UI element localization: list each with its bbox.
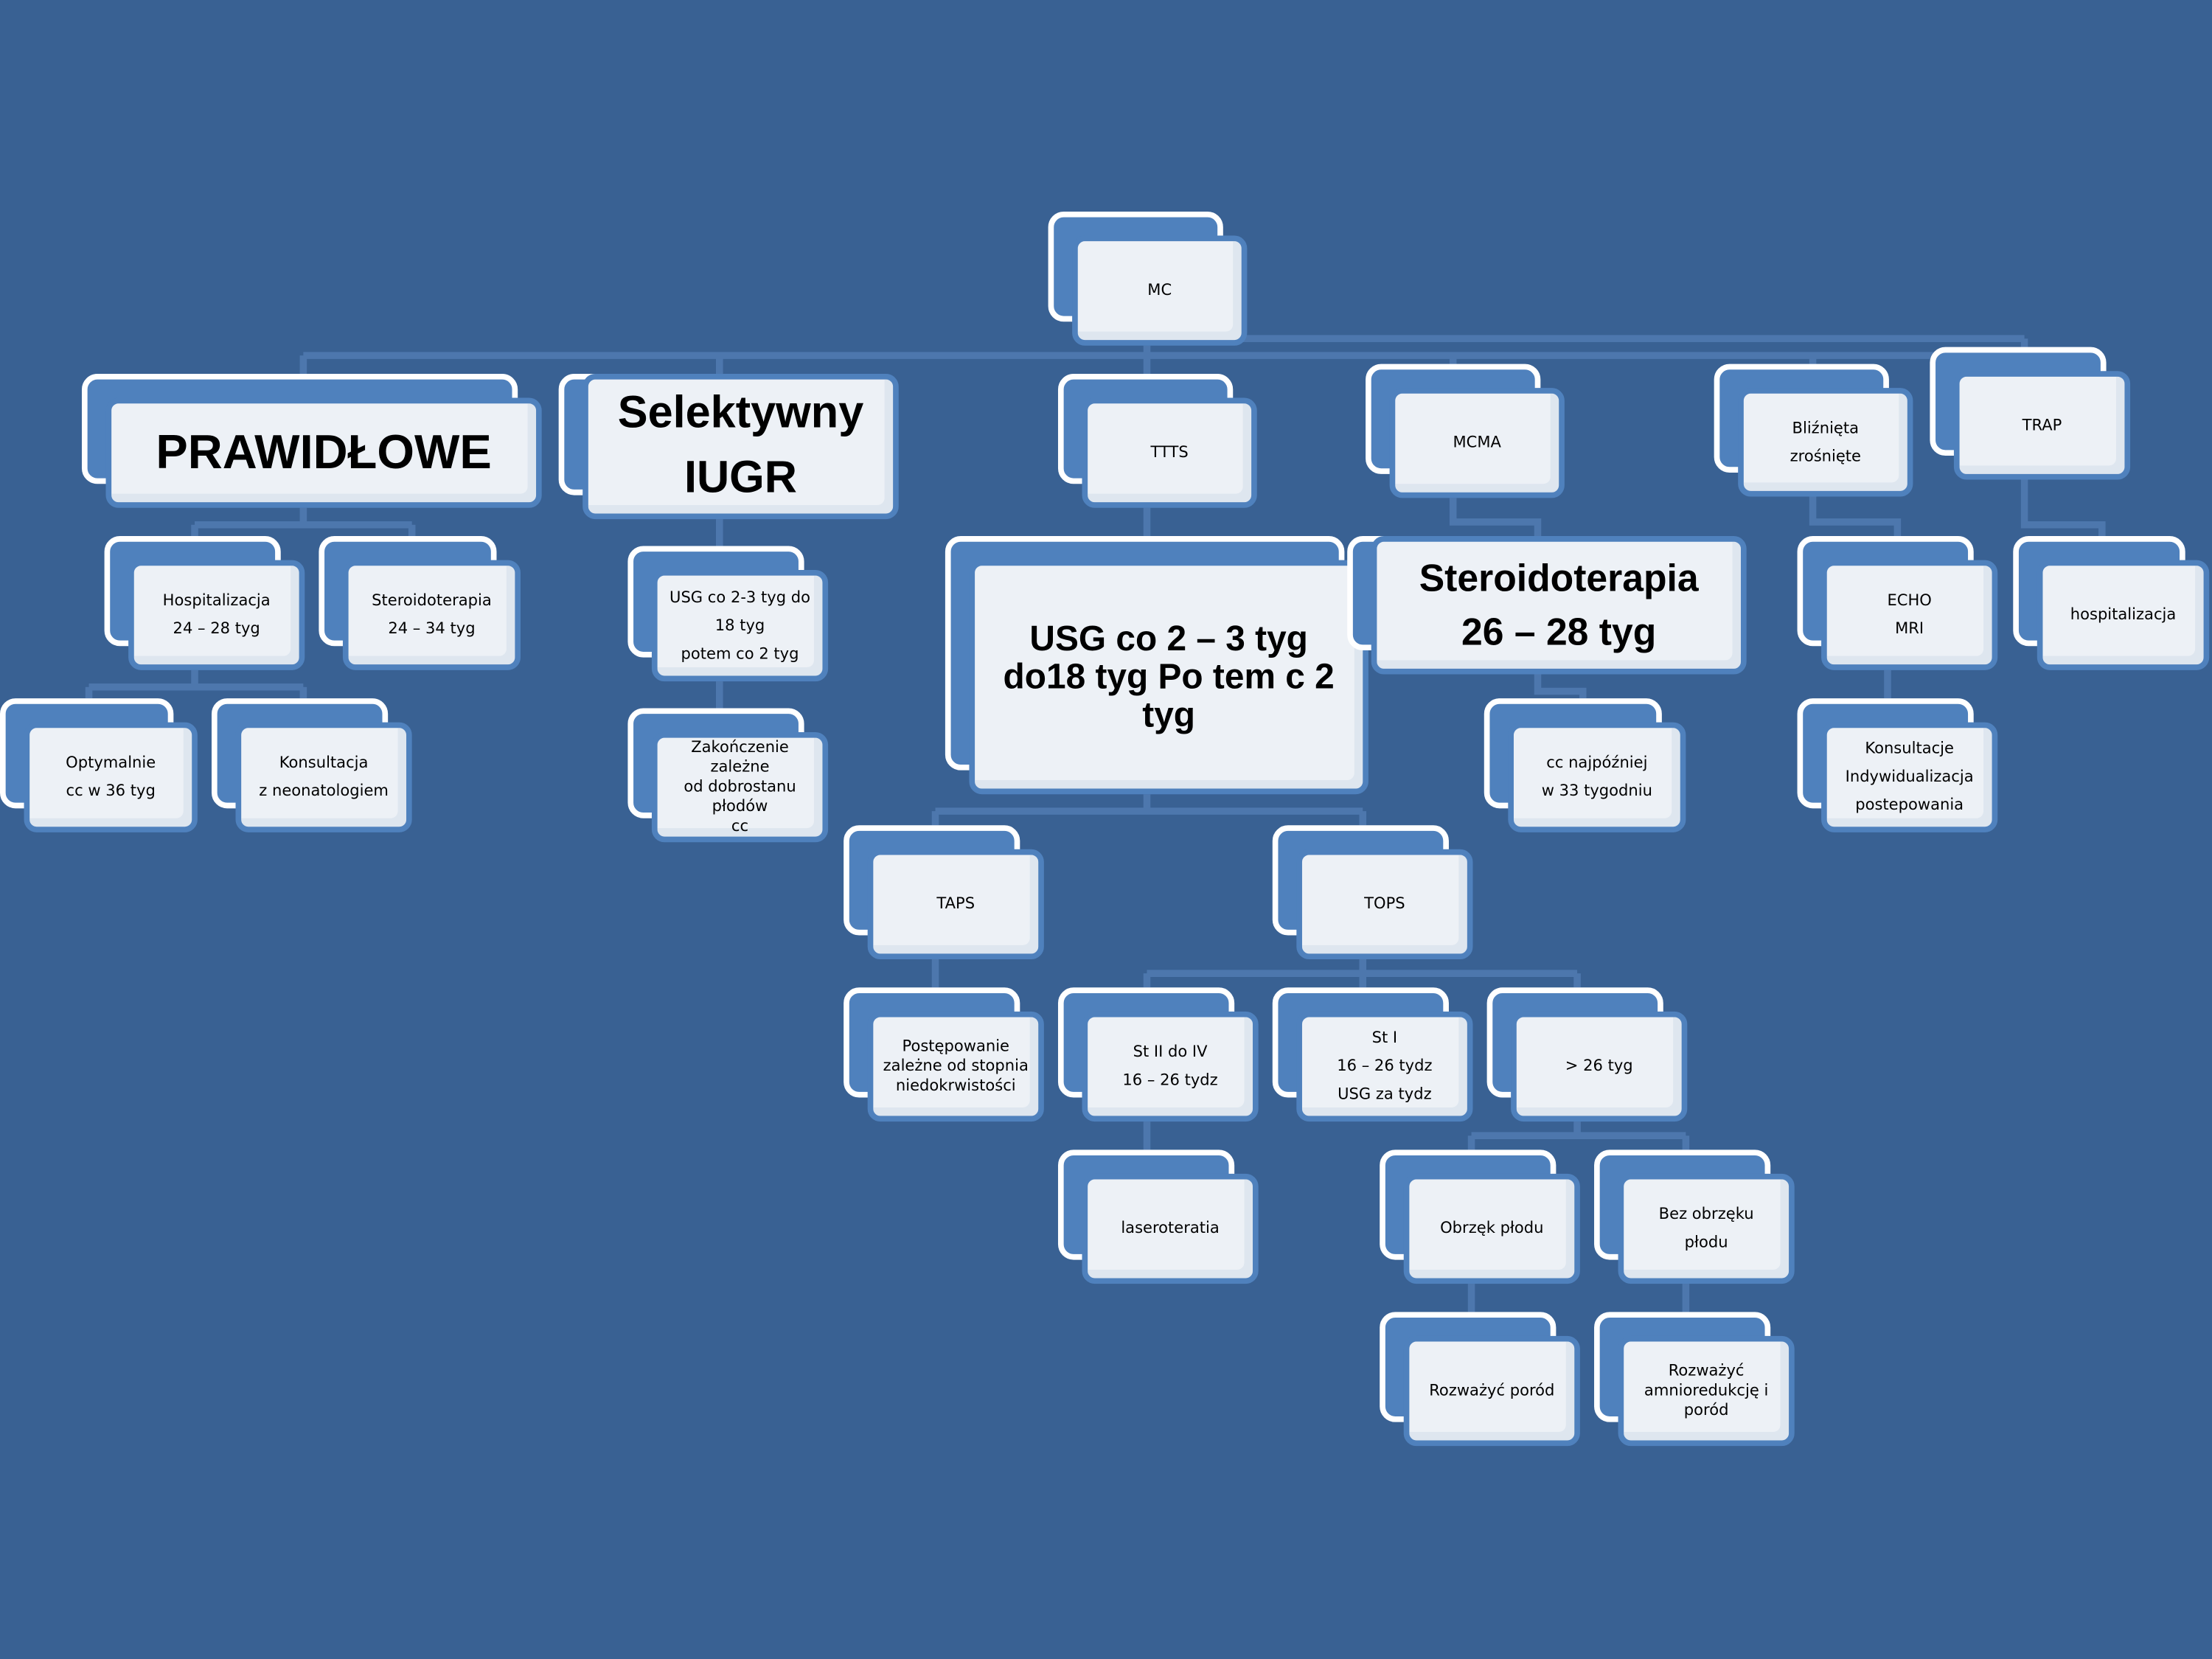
node-selektywny-iugr: Selektywny IUGR xyxy=(558,374,899,520)
node-ttts: TTTS xyxy=(1057,374,1257,508)
node-postepowanie: Postępowanie zależne od stopnia niedokrw… xyxy=(844,987,1044,1122)
node-rozwazyc-porod: Rozważyć poród xyxy=(1380,1312,1580,1447)
connector xyxy=(2020,479,2106,537)
node-echo-mri: ECHO MRI xyxy=(1797,536,1998,670)
node-laseroteratia: laseroteratia xyxy=(1057,1150,1259,1284)
connector xyxy=(1449,498,1587,699)
node-over-26: > 26 tyg xyxy=(1486,987,1688,1122)
node-rozwazyc-amnioredukcje: Rozważyć amnioredukcję i poród xyxy=(1594,1312,1795,1447)
node-usg-iugr: USG co 2-3 tyg do 18 tyg potem co 2 tyg xyxy=(627,546,829,682)
node-cc-33: cc najpóźniej w 33 tygodniu xyxy=(1484,698,1686,832)
node-hospitalizacja: Hospitalizacja 24 – 28 tyg xyxy=(104,536,305,670)
connector xyxy=(1809,496,1902,699)
connector xyxy=(1143,959,1581,988)
node-tops: TOPS xyxy=(1272,825,1473,960)
connector xyxy=(1467,1284,1690,1312)
node-usg-ttts: USG co 2 – 3 tyg do18 tyg Po tem c 2 tyg xyxy=(945,536,1368,795)
node-obrzek: Obrzęk płodu xyxy=(1380,1150,1580,1284)
node-mc: MC xyxy=(1048,211,1248,346)
node-trap: TRAP xyxy=(1930,347,2131,480)
node-st-ii-iv: St II do IV 16 – 26 tydz xyxy=(1057,987,1259,1122)
connector xyxy=(1467,1121,1690,1150)
node-st-i: St I 16 – 26 tydz USG za tydz xyxy=(1272,987,1473,1122)
node-bez-obrzeku: Bez obrzęku płodu xyxy=(1594,1150,1795,1284)
connector xyxy=(85,669,307,699)
node-hospitalizacja-trap: hospitalizacja xyxy=(2013,536,2210,670)
node-mcma: MCMA xyxy=(1366,364,1565,498)
node-blizniety: Bliźnięta zrośnięte xyxy=(1714,364,1913,497)
connector xyxy=(191,507,416,537)
node-konsultacja: Konsultacja z neonatologiem xyxy=(211,698,412,832)
node-steroidoterapia-24-34: Steroidoterapia 24 – 34 tyg xyxy=(319,536,521,670)
connector xyxy=(299,335,2028,375)
node-optymalnie: Optymalnie cc w 36 tyg xyxy=(0,698,198,832)
node-zakonczenie: Zakończenie zależne od dobrostanu płodów… xyxy=(627,708,829,843)
connector xyxy=(931,794,1367,826)
node-steroidoterapia-26-28: Steroidoterapia 26 – 28 tyg xyxy=(1347,536,1747,675)
node-prawidlowe: PRAWIDŁOWE xyxy=(81,374,542,508)
node-konsultacje: Konsultacje Indywidualizacja postepowani… xyxy=(1797,698,1998,832)
node-taps: TAPS xyxy=(844,825,1044,960)
